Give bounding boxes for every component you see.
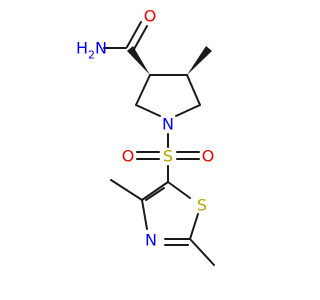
molecule-diagram: O H 2 N N S O O S N [76,7,215,266]
bond-thz-c5-c4-a [141,181,169,201]
atom-carbonyl-oxygen: O [144,7,157,26]
amide-h-label: H [76,39,88,58]
bond-c2-n [135,104,161,117]
atom-thiazole-sulfur: S [197,196,207,215]
bond-carbonyl-co-b [132,25,148,52]
bond-thz-s-c5 [167,181,191,199]
bond-thz-c2-s [189,213,199,240]
atom-thiazole-nitrogen: N [145,231,157,250]
bond-thz-c4-methyl [110,179,143,201]
bond-c3-c2 [135,74,151,106]
bond-carbonyl-co-a [126,21,142,48]
atom-labels: O H 2 N N S O O S N [76,7,214,250]
atom-ring-nitrogen: N [162,115,174,134]
atom-amide-nitrogen: H 2 N [76,39,107,62]
bond-c5-n [175,104,201,117]
amide-subscript: 2 [88,49,95,62]
atom-sulfonyl-sulfur: S [163,147,173,166]
amide-n-label: N [95,39,107,58]
bond-thz-c5-c4-b [145,187,165,201]
atom-sulfonyl-oxygen-right: O [202,147,215,166]
structure-svg: O H 2 N N S O O S N [76,7,215,266]
bond-thz-c4-n [141,199,148,230]
bonds [103,21,215,266]
bond-thz-c2-methyl [189,238,215,266]
bond-c4-c5 [186,74,201,106]
atom-sulfonyl-oxygen-left: O [122,147,135,166]
wedge-c3-carbonyl [127,46,150,75]
wedge-c4-methyl [187,46,212,75]
